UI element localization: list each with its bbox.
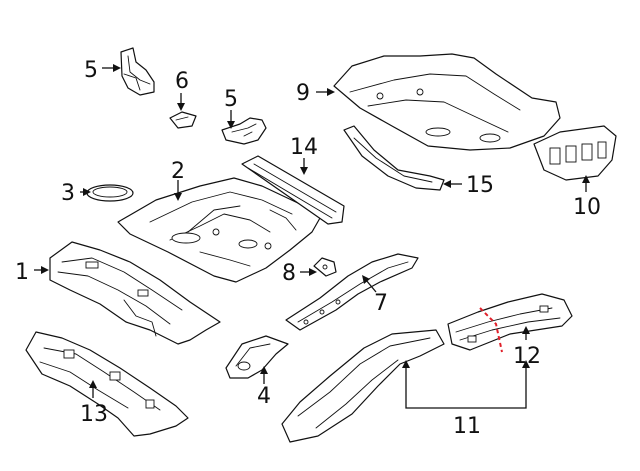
part-1-floor-side-rail[interactable]	[49, 241, 221, 345]
part-13-side-member[interactable]	[25, 331, 189, 437]
part-5-lower-bracket[interactable]	[221, 117, 267, 145]
part-3-plug[interactable]	[86, 184, 134, 202]
part-5-upper-bracket[interactable]	[120, 47, 155, 96]
part-10-rear-panel[interactable]	[533, 125, 617, 181]
callout-15: 15	[466, 173, 494, 198]
callout-13: 13	[80, 402, 108, 427]
part-15-cross-bar[interactable]	[343, 125, 445, 191]
callout-4: 4	[257, 384, 271, 409]
cut-line	[479, 307, 503, 353]
part-12-rail-end[interactable]	[447, 293, 573, 351]
callout-2: 2	[171, 159, 185, 184]
part-4-reinforcement[interactable]	[225, 335, 289, 379]
part-7-rail-extension[interactable]	[285, 253, 419, 331]
callout-8: 8	[282, 261, 296, 286]
callout-labels: 5 6 5 9 14 2 3 15 10 1 8 7 12 4 13 11	[15, 58, 601, 439]
callout-3: 3	[61, 181, 75, 206]
leader-lines	[34, 64, 590, 409]
callout-5-upper: 5	[84, 58, 98, 83]
part-6-plate[interactable]	[169, 111, 197, 129]
callout-1: 1	[15, 260, 29, 285]
part-14-cross-member[interactable]	[241, 155, 345, 225]
callout-5-lower: 5	[224, 87, 238, 112]
part-8-bracket[interactable]	[313, 257, 337, 277]
callout-9: 9	[296, 81, 310, 106]
callout-12: 12	[513, 344, 541, 369]
callout-14: 14	[290, 135, 318, 160]
part-9-rear-floor[interactable]	[333, 53, 561, 151]
callout-10: 10	[573, 195, 601, 220]
callout-6: 6	[175, 69, 189, 94]
callout-7: 7	[374, 291, 388, 316]
part-2-rear-floor-pan[interactable]	[117, 177, 321, 283]
callout-11: 11	[453, 414, 481, 439]
part-11-rear-rail[interactable]	[281, 329, 445, 443]
